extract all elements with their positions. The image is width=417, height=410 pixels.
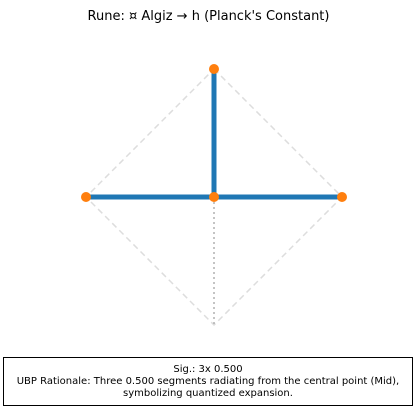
rune-nodes: [81, 64, 347, 202]
rationale-text-line2: symbolizing quantized expansion.: [123, 387, 293, 399]
rune-segments: [86, 69, 342, 200]
node-left: [81, 192, 91, 202]
caption-box: Sig.: 3x 0.500 UBP Rationale: Three 0.50…: [3, 357, 413, 406]
node-mid: [209, 192, 219, 202]
node-right: [337, 192, 347, 202]
guide-diamond-outline: [84, 67, 344, 327]
guide-diamond: [84, 67, 344, 327]
diagram-title: Rune: ¤ Algiz → h (Planck's Constant): [87, 9, 330, 24]
node-top: [209, 64, 219, 74]
signature-text: Sig.: 3x 0.500: [173, 363, 243, 375]
rationale-text-line1: UBP Rationale: Three 0.500 segments radi…: [16, 375, 400, 387]
